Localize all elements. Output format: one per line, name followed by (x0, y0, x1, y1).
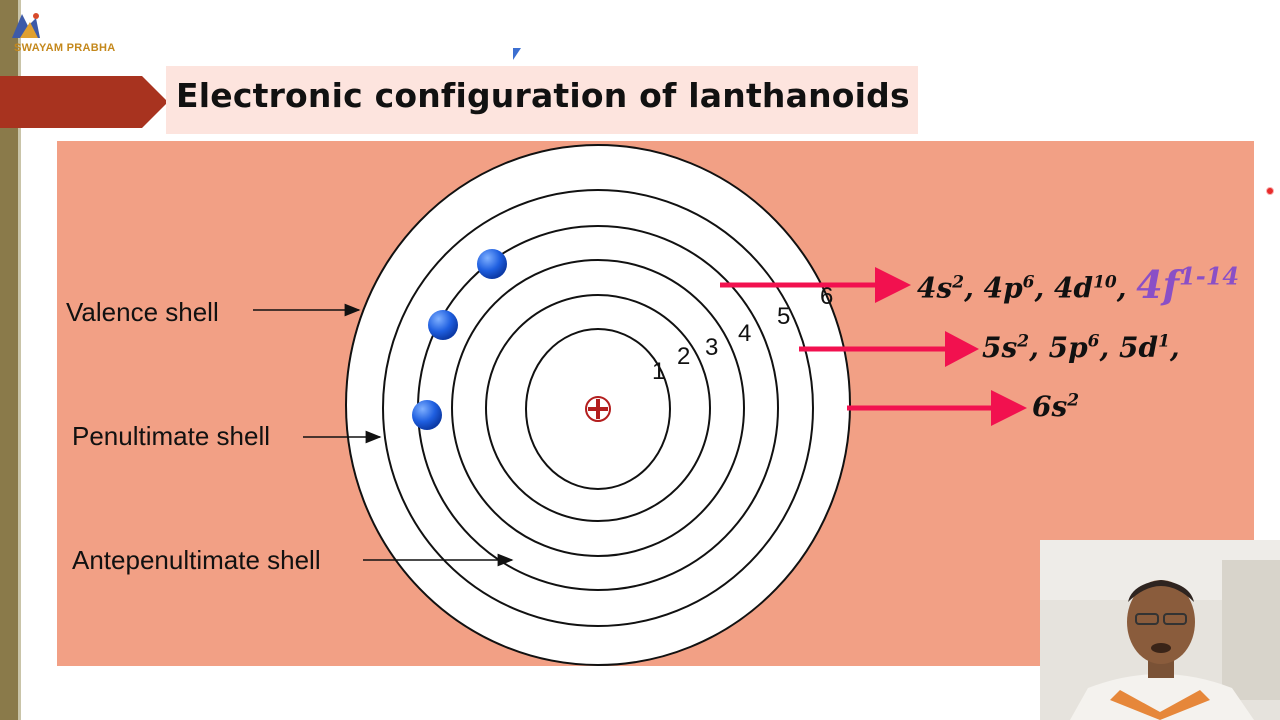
shell-number-2: 2 (677, 343, 691, 370)
laser-pointer-dot (1266, 187, 1274, 195)
electron (477, 249, 507, 279)
logo-text: SWAYAM PRABHA (14, 42, 116, 54)
config-sup: 6 (1087, 331, 1100, 352)
config-arrow-2 (799, 331, 979, 367)
config-term: , (1116, 271, 1137, 305)
penultimate-shell-label: Penultimate shell (72, 421, 270, 451)
config-sup: 6 (1022, 272, 1035, 293)
shell-number-6: 6 (820, 283, 834, 310)
config-arrow-1 (720, 267, 911, 303)
config-line-2: 5s2, 5p6, 5d1, (982, 331, 1180, 364)
shell-number-3: 3 (705, 334, 719, 361)
diagram-panel: Valence shell Penultimate shell Antepenu… (57, 141, 1254, 666)
config-sup: 2 (952, 272, 965, 293)
config-arrow-3 (847, 390, 1027, 426)
config-term: , 4p (964, 271, 1023, 305)
config-4f-highlight: 4f1-14 (1136, 261, 1240, 307)
config-term: 5s (982, 331, 1018, 364)
antepenultimate-shell-label: Antepenultimate shell (72, 545, 321, 575)
left-decor-bar (0, 0, 18, 720)
config-line-3: 6s2 (1032, 390, 1079, 423)
config-term: 4f (1136, 261, 1180, 307)
shell-number-4: 4 (738, 320, 752, 347)
shell-number-1: 1 (652, 358, 666, 385)
atom-shell-diagram (253, 144, 1027, 666)
config-term: , 5p (1029, 331, 1088, 364)
config-sup: 10 (1093, 272, 1117, 293)
title-arrow-tab (0, 76, 168, 128)
config-term: 4s (917, 271, 953, 305)
config-sup: 1-14 (1179, 261, 1240, 290)
electron (428, 310, 458, 340)
left-decor-line (18, 0, 21, 720)
nucleus-icon (585, 396, 611, 422)
slide-title: Electronic configuration of lanthanoids (176, 76, 910, 115)
config-line-1: 4s2, 4p6, 4d10, 4f1-14 (917, 261, 1239, 307)
config-term: , 5d (1099, 331, 1159, 364)
presenter-webcam (1040, 540, 1280, 720)
config-term: , 4d (1034, 271, 1094, 305)
config-term: , (1169, 331, 1180, 364)
config-sup: 1 (1158, 331, 1170, 352)
logo-emblem-icon (12, 13, 40, 38)
config-sup: 2 (1067, 390, 1080, 411)
electron (412, 400, 442, 430)
title-box: Electronic configuration of lanthanoids (166, 66, 918, 134)
swayam-prabha-logo: SWAYAM PRABHA (6, 8, 116, 58)
shell-number-5: 5 (777, 303, 791, 330)
valence-shell-label: Valence shell (66, 297, 219, 327)
mouse-cursor-icon (513, 48, 521, 60)
presenter-silhouette-icon (1040, 540, 1280, 720)
config-sup: 2 (1017, 331, 1030, 352)
config-term: 6s (1032, 390, 1068, 423)
